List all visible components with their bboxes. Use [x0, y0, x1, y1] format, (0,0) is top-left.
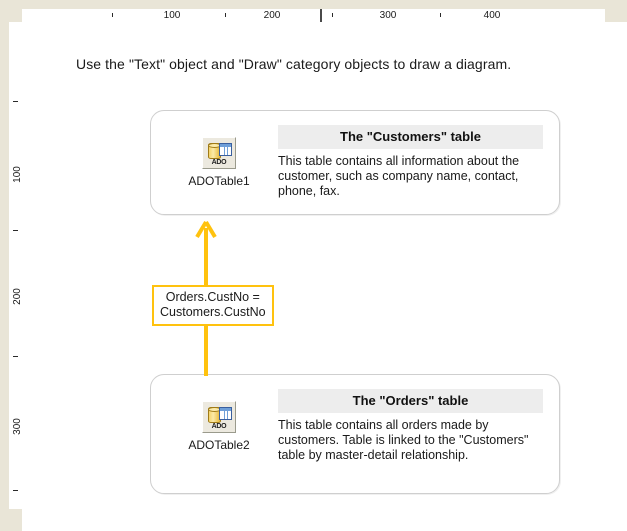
v-ruler-tick — [13, 490, 18, 491]
v-ruler-tick — [13, 230, 18, 231]
horizontal-ruler-end — [605, 9, 627, 22]
page-caption: Use the "Text" object and "Draw" categor… — [76, 56, 512, 72]
table-card-title: The "Customers" table — [278, 125, 543, 149]
horizontal-ruler-face[interactable] — [22, 9, 605, 22]
h-ruler-tick — [112, 13, 113, 17]
ado-table-icon[interactable]: ADO — [202, 137, 236, 169]
table-card-title: The "Orders" table — [278, 389, 543, 413]
table-grid-icon — [219, 143, 232, 156]
table-grid-icon — [219, 407, 232, 420]
table-icon-group[interactable]: ADO ADOTable2 — [173, 401, 265, 452]
table-component-name: ADOTable1 — [188, 174, 250, 188]
v-ruler-label: 100 — [11, 166, 23, 183]
h-ruler-tick — [332, 13, 333, 17]
database-cylinder-icon — [208, 407, 221, 423]
ado-table-icon[interactable]: ADO — [202, 401, 236, 433]
h-ruler-tick — [225, 13, 226, 17]
ruler-corner — [0, 0, 22, 22]
vertical-ruler-face[interactable] — [9, 22, 22, 509]
ado-icon-text: ADO — [211, 423, 227, 430]
relationship-label-line1: Orders.CustNo = — [165, 290, 260, 304]
h-ruler-margin-marker[interactable] — [320, 9, 322, 22]
v-ruler-label: 200 — [11, 288, 23, 305]
h-ruler-label: 300 — [379, 10, 397, 21]
h-ruler-label: 200 — [263, 10, 281, 21]
relationship-arrow-icon — [193, 220, 219, 246]
relationship-label-line2: Customers.CustNo — [160, 305, 266, 319]
h-ruler-tick — [440, 13, 441, 17]
v-ruler-label: 300 — [11, 418, 23, 435]
table-card-description: This table contains all information abou… — [278, 154, 520, 198]
v-ruler-tick — [13, 356, 18, 357]
v-ruler-tick — [13, 101, 18, 102]
relationship-label[interactable]: Orders.CustNo = Customers.CustNo — [152, 285, 274, 326]
table-card-description: This table contains all orders made by c… — [278, 418, 529, 462]
table-icon-group[interactable]: ADO ADOTable1 — [173, 137, 265, 188]
h-ruler-label: 100 — [163, 10, 181, 21]
table-component-name: ADOTable2 — [188, 438, 250, 452]
vertical-ruler-end — [9, 509, 22, 531]
ado-icon-text: ADO — [211, 159, 227, 166]
h-ruler-label: 400 — [483, 10, 501, 21]
